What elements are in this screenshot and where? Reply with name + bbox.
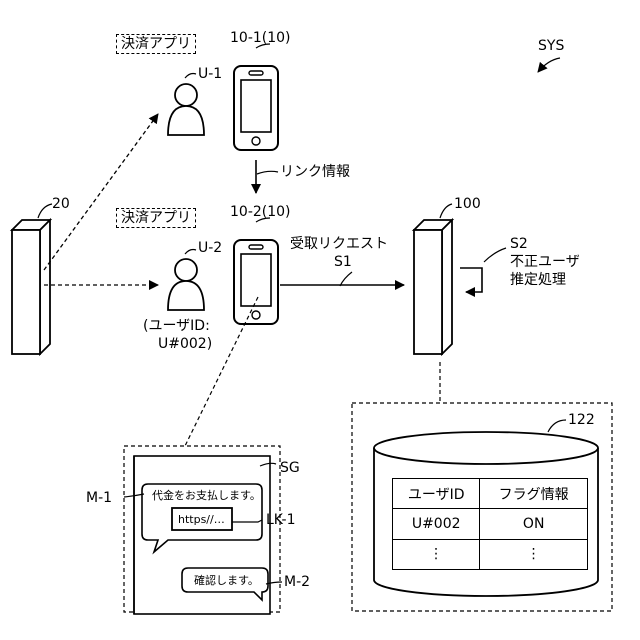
db-122-label: 122 — [568, 412, 595, 428]
message-2-text: 確認します。 — [194, 574, 259, 587]
phone-2-icon — [234, 240, 278, 324]
s1-label: S1 — [334, 254, 352, 270]
user-2-icon — [168, 259, 204, 310]
m2-label: M-2 — [284, 574, 310, 590]
message-1-text: 代金をお支払します。 — [152, 489, 261, 502]
sg-label: SG — [280, 460, 300, 476]
user-2-label: U-2 — [198, 240, 222, 256]
user-1-icon — [168, 84, 204, 135]
s2-process-line1: 不正ユーザ — [510, 254, 580, 270]
user-1-label: U-1 — [198, 66, 222, 82]
server-100-icon — [414, 220, 452, 354]
link-text[interactable]: https//… — [178, 513, 225, 526]
user-id-line2: U#002) — [158, 336, 212, 352]
server-20-label: 20 — [52, 196, 70, 212]
table-cell: ⋮ — [393, 539, 480, 569]
s2-label: S2 — [510, 236, 528, 252]
server-100-label: 100 — [454, 196, 481, 212]
lk1-label: LK-1 — [266, 512, 295, 528]
payment-app-label-1: 決済アプリ — [116, 34, 196, 54]
m1-label: M-1 — [86, 490, 112, 506]
receive-request-label: 受取リクエスト — [290, 236, 388, 252]
link-info-label: リンク情報 — [280, 164, 350, 180]
sys-label: SYS — [538, 38, 564, 54]
flag-table: ユーザID フラグ情報 U#002 ON ⋮ ⋮ — [392, 478, 588, 570]
phone-1-label: 10-1(10) — [230, 30, 291, 46]
table-row: ⋮ ⋮ — [393, 539, 588, 569]
table-row: U#002 ON — [393, 509, 588, 539]
table-header-row: ユーザID フラグ情報 — [393, 479, 588, 509]
table-cell: ⋮ — [480, 539, 588, 569]
phone-1-icon — [234, 66, 278, 150]
table-cell: U#002 — [393, 509, 480, 539]
sys-pointer — [538, 58, 560, 72]
s2-process-line2: 推定処理 — [510, 272, 566, 288]
user-id-line1: (ユーザID: — [143, 318, 210, 334]
server-20-icon — [12, 220, 50, 354]
phone-2-label: 10-2(10) — [230, 204, 291, 220]
table-cell: ON — [480, 509, 588, 539]
table-header-user-id: ユーザID — [393, 479, 480, 509]
table-header-flag: フラグ情報 — [480, 479, 588, 509]
payment-app-label-2: 決済アプリ — [116, 208, 196, 228]
